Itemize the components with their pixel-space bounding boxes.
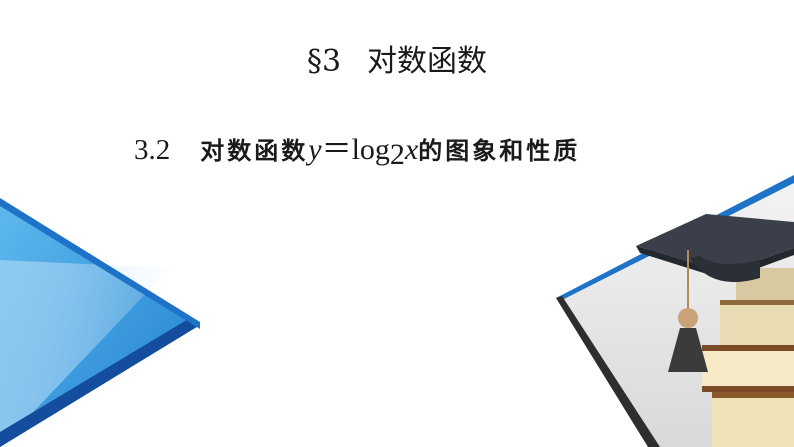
books-stack [702,268,794,447]
section-heading: §3 对数函数 [0,36,794,80]
lesson-title-prefix: 对数函数 [200,137,309,165]
tassel-knot [678,308,698,328]
left-triangle-light [0,260,170,447]
lesson-number: 3.2 [134,134,171,166]
graduation-cap [636,214,794,372]
lesson-heading: 3.2 对数函数y＝log2x的图象和性质 [134,124,580,172]
book-middle [702,345,794,392]
formula-equals: ＝ [321,133,352,166]
section-number: §3 [306,44,342,79]
formula-base: 2 [389,138,405,171]
tassel [668,328,708,372]
left-triangle-edge [0,318,200,447]
left-triangle-top-edge [0,198,200,329]
formula-x: x [404,133,419,166]
cap-board [636,214,794,272]
lesson-title-suffix: 的图象和性质 [418,137,581,165]
right-dark-edge [556,296,660,447]
formula-log: log [351,133,390,166]
book-bottom [712,392,794,447]
formula-y: y [308,133,322,166]
book-top [720,300,794,345]
section-title: 对数函数 [367,44,488,79]
cap-base [690,256,760,283]
